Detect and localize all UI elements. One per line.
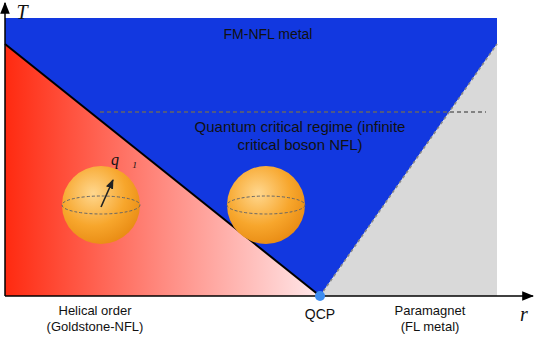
fermi-sphere (227, 166, 305, 244)
t-axis (4, 3, 6, 296)
phase-label: Helical order (Goldstone-NFL) (41, 303, 149, 334)
phase-label: Quantum critical regime (infinite critic… (194, 118, 406, 154)
r-axis (5, 295, 533, 297)
crossover-line (100, 111, 486, 112)
axis-label: r (520, 302, 528, 326)
phase-label: Paramagnet (FL metal) (389, 303, 471, 334)
vector-label: q⃗₁ (111, 150, 137, 169)
qcp-dot (315, 291, 325, 301)
point-label: QCP (305, 306, 335, 323)
phase-label: FM-NFL metal (224, 26, 313, 43)
fermi-sphere (62, 166, 140, 244)
axis-label: T (16, 0, 27, 24)
phase-boundary (5, 44, 320, 296)
critical-region (5, 18, 497, 296)
crossover-line (320, 44, 497, 296)
paramagnet-region (320, 44, 497, 296)
helical-region (5, 44, 320, 296)
